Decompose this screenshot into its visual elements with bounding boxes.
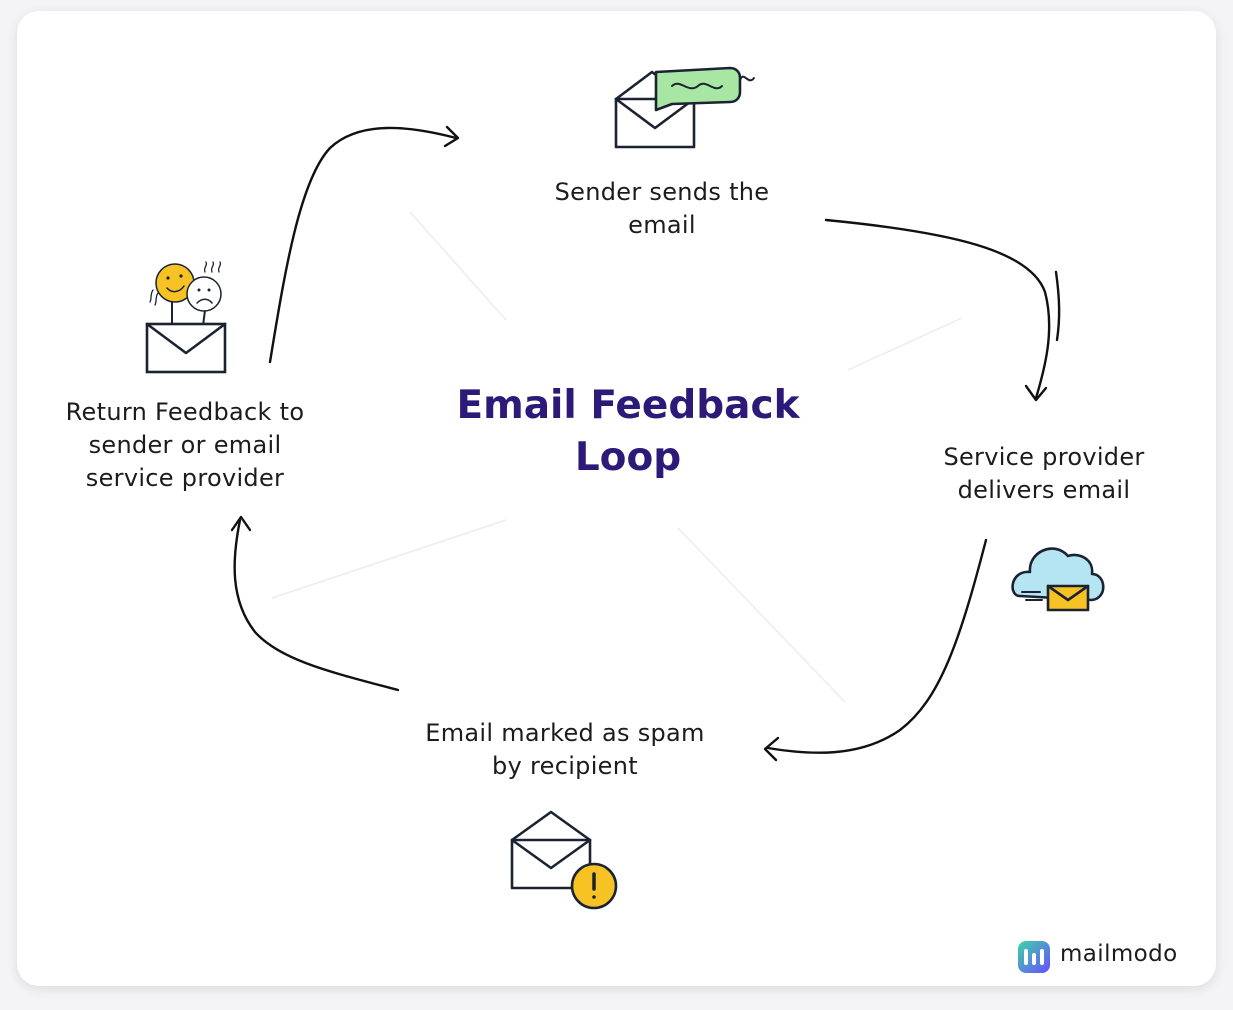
arrow-feedback-to-send <box>268 125 460 364</box>
step-label-send: Sender sends the email <box>554 178 770 239</box>
email-chat-icon <box>614 66 755 149</box>
step-label-deliver: Service provider delivers email <box>943 443 1145 504</box>
arrow-deliver-to-spam <box>763 538 988 762</box>
email-faces-icon <box>145 261 227 374</box>
mailmodo-logo-icon <box>1018 941 1050 973</box>
arrow-spam-to-feedback <box>230 515 400 692</box>
diagram-card <box>17 11 1216 986</box>
arrow-send-to-deliver <box>824 218 1061 402</box>
step-label-feedback: Return Feedback to sender or email servi… <box>65 398 305 492</box>
cloud-email-icon <box>1011 547 1105 612</box>
brand-name: mailmodo <box>1060 941 1178 967</box>
email-warning-icon <box>510 810 618 910</box>
diagram-title: Email Feedback Loop <box>456 383 800 480</box>
brand-footer: mailmodo <box>1018 938 1178 970</box>
step-label-spam: Email marked as spam by recipient <box>425 719 705 780</box>
background-lines <box>271 211 963 703</box>
